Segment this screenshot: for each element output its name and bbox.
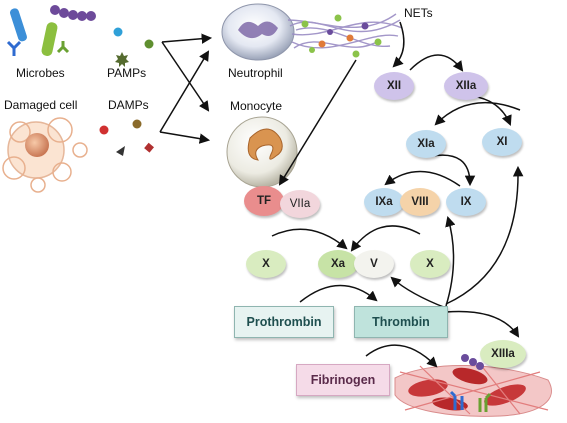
neutrophil-cell bbox=[221, 3, 295, 61]
rod-bacterium-blue bbox=[9, 8, 27, 42]
factor-viii-node: VIII bbox=[400, 188, 440, 216]
factor-xii-node: XII bbox=[374, 72, 414, 100]
antibody-green bbox=[56, 41, 70, 54]
damps-illustration bbox=[99, 119, 154, 156]
factor-viia-node: VIIa bbox=[280, 190, 320, 218]
label-monocyte: Monocyte bbox=[230, 99, 283, 113]
label-microbes: Microbes bbox=[16, 66, 65, 80]
factor-v-node: V bbox=[354, 250, 394, 278]
fibrinogen-box: Fibrinogen bbox=[296, 364, 390, 396]
label-nets: NETs bbox=[404, 6, 433, 20]
label-neutrophil: Neutrophil bbox=[228, 66, 283, 80]
label-pamps: PAMPs bbox=[107, 66, 147, 80]
factor-x-right-node: X bbox=[410, 250, 450, 278]
label-damaged-cell: Damaged cell bbox=[4, 98, 78, 112]
factor-xa-node: Xa bbox=[318, 250, 358, 278]
factor-x-left-node: X bbox=[246, 250, 286, 278]
monocyte-cell bbox=[226, 116, 298, 188]
rod-bacterium-green bbox=[41, 22, 58, 56]
damaged-cell-illustration bbox=[2, 117, 88, 193]
factor-xiia-node: XIIa bbox=[444, 72, 488, 100]
microbes-illustration bbox=[6, 5, 96, 56]
factor-ixa-node: IXa bbox=[364, 188, 404, 216]
fibrin-clot-illustration bbox=[394, 354, 552, 417]
nets-granules bbox=[301, 14, 382, 58]
nets-strands bbox=[287, 13, 403, 49]
arrows bbox=[159, 21, 524, 368]
factor-xi-node: XI bbox=[482, 128, 522, 156]
label-damps: DAMPs bbox=[108, 98, 149, 112]
thrombin-box: Thrombin bbox=[354, 306, 448, 338]
factor-xia-node: XIa bbox=[406, 130, 446, 158]
coccus-chain bbox=[50, 5, 96, 21]
prothrombin-box: Prothrombin bbox=[234, 306, 334, 338]
factor-xiiia-node: XIIIa bbox=[480, 340, 526, 368]
factor-ix-node: IX bbox=[446, 188, 486, 216]
pamps-illustration bbox=[113, 27, 154, 67]
antibody-blue bbox=[6, 40, 22, 56]
factor-tf-node: TF bbox=[244, 186, 284, 216]
